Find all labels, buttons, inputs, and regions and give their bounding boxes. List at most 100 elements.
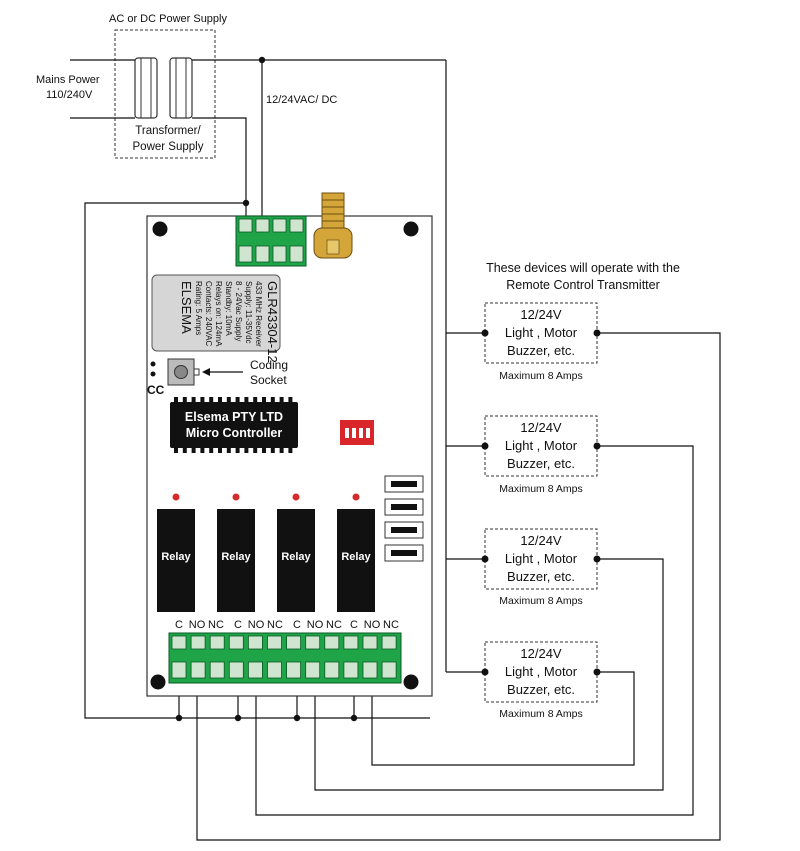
power-supply-label: AC or DC Power Supply (109, 13, 227, 25)
chip-pin (226, 397, 231, 402)
device-4: 12/24V Light , Motor Buzzer, etc. Maximu… (481, 641, 601, 720)
terminal-screw (209, 661, 225, 679)
chip-pin (218, 397, 222, 402)
terminal-screw (247, 635, 263, 650)
chip-pin (235, 448, 240, 453)
terminal-labels: C NO NC C NO NC C NO NC C NO NC (175, 619, 399, 631)
junction-dots (175, 56, 358, 722)
chip-pin (191, 448, 196, 453)
power-supply-sublabel: Power Supply (133, 141, 204, 153)
microcontroller-chip: Elsema PTY LTD Micro Controller (170, 397, 298, 453)
relay-3 (277, 509, 315, 612)
device-type: Light , Motor (505, 551, 578, 566)
chip-maker-label: Elsema PTY LTD (185, 410, 283, 424)
terminal-screw (343, 661, 359, 679)
terminal-screw (381, 635, 397, 650)
chip-pin (191, 397, 196, 402)
device-type-extra: Buzzer, etc. (507, 343, 575, 358)
chip-pin (200, 397, 205, 402)
relay-bank: Relay Relay Relay Relay (157, 493, 375, 612)
terminal-label-c: C (175, 619, 183, 631)
devices-header-line1: These devices will operate with the (486, 261, 680, 275)
chip-pin (288, 397, 293, 402)
terminal-label-no: NO (189, 619, 206, 631)
terminal-screw (171, 661, 187, 679)
sticker-line: Rating: 5 Amps (194, 281, 203, 335)
chip-pin (253, 448, 258, 453)
device-rating: Maximum 8 Amps (499, 483, 582, 495)
relay-led-4 (352, 493, 360, 501)
chip-pin (226, 448, 231, 453)
terminal-screw (324, 635, 340, 650)
power-terminal-block (235, 215, 307, 267)
relay-2 (217, 509, 255, 612)
chip-pin (200, 448, 205, 453)
chip-pin (182, 448, 187, 453)
chip-pin (270, 448, 275, 453)
wires (70, 59, 721, 841)
sticker-line: Supply: 11-35Vdc (244, 281, 253, 344)
terminal-label-c: C (234, 619, 242, 631)
sticker-line: 433 MHz Receiver (254, 281, 263, 347)
device-type: Light , Motor (505, 325, 578, 340)
sticker-line: Relays on: 124mA (214, 281, 223, 347)
output-terminal-block (168, 632, 402, 684)
device-1: 12/24V Light , Motor Buzzer, etc. Maximu… (481, 302, 601, 382)
chip-pin (279, 397, 284, 402)
transformer-icon (134, 57, 193, 119)
mains-power-label: Mains Power (36, 74, 100, 86)
terminal-label-c: C (350, 619, 358, 631)
chip-pin (182, 397, 187, 402)
device-voltage: 12/24V (520, 307, 562, 322)
terminal-screw (305, 635, 321, 650)
cc-label: CC (147, 383, 165, 397)
device-3: 12/24V Light , Motor Buzzer, etc. Maximu… (481, 528, 601, 607)
chip-pin (244, 448, 249, 453)
terminal-screw (190, 661, 206, 679)
terminal-screw (171, 635, 187, 650)
device-2: 12/24V Light , Motor Buzzer, etc. Maximu… (481, 415, 601, 495)
socket-label: Socket (250, 373, 287, 387)
chip-pin (174, 448, 178, 453)
chip-pin (174, 397, 178, 402)
power-supply-dashed-box (114, 29, 216, 159)
terminal-screw (209, 635, 225, 650)
terminal-screw (267, 661, 282, 679)
sticker-line: Contacts: 240VAC (204, 281, 213, 346)
device-type-extra: Buzzer, etc. (507, 682, 575, 697)
model-number: GLR43304-12 (265, 281, 280, 363)
terminal-label-nc: NC (267, 619, 283, 631)
terminal-screw (286, 661, 302, 679)
chip-pin (270, 397, 275, 402)
sticker-line: Standby: 10mA (224, 281, 233, 336)
device-voltage: 12/24V (520, 420, 562, 435)
device-type-extra: Buzzer, etc. (507, 569, 575, 584)
terminal-label-c: C (293, 619, 301, 631)
chip-pin (235, 397, 240, 402)
device-voltage: 12/24V (520, 533, 562, 548)
chip-pin (218, 448, 222, 453)
terminal-screw (190, 635, 206, 650)
mains-voltage-label: 110/240V (46, 89, 93, 101)
sticker-line: 8 - 24Vac Supply (234, 281, 243, 341)
device-voltage: 12/24V (520, 646, 562, 661)
chip-type-label: Micro Controller (186, 426, 283, 440)
terminal-screw (228, 635, 244, 650)
chip-pin (209, 448, 214, 453)
transformer-label: Transformer/ (135, 125, 201, 137)
relay-1 (157, 509, 195, 612)
receiver-board: GLR43304-12 433 MHz Receiver Supply: 11-… (146, 192, 433, 697)
device-rating: Maximum 8 Amps (499, 708, 582, 720)
terminal-screw (362, 661, 378, 679)
terminal-screw (286, 635, 302, 650)
terminal-screw (343, 635, 359, 650)
mounting-holes (150, 221, 419, 690)
terminal-label-no: NO (248, 619, 265, 631)
relay-label: Relay (161, 551, 191, 563)
relay-label: Relay (281, 551, 311, 563)
coding-label: Coding (250, 358, 288, 372)
chip-pin (209, 397, 214, 402)
relay-led-2 (232, 493, 240, 501)
terminal-label-no: NO (364, 619, 381, 631)
